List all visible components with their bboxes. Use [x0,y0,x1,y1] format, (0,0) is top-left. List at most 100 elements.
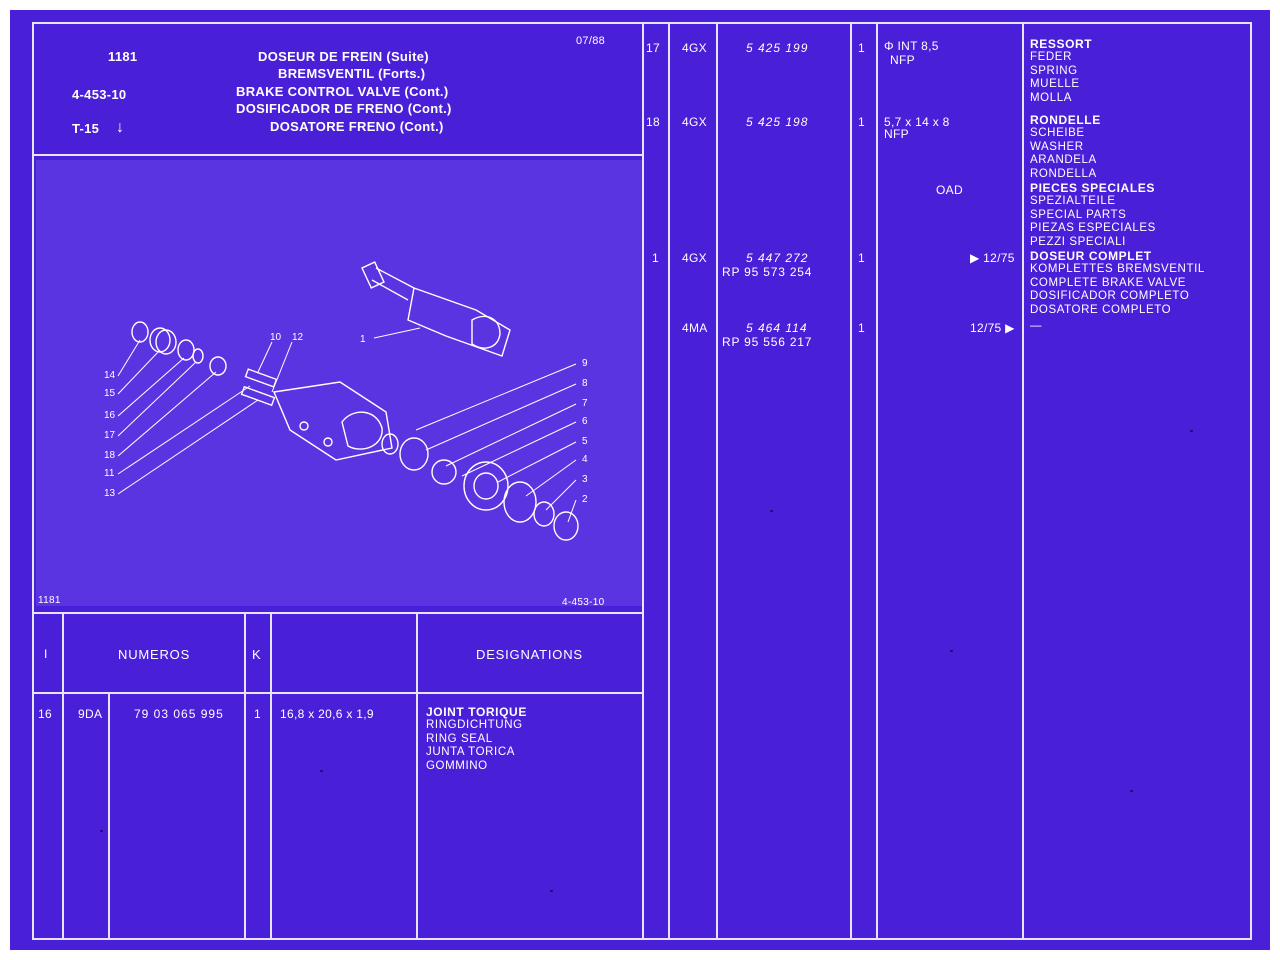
designation-fr: JOINT TORIQUE [426,705,527,719]
frame-left [32,22,34,940]
callout-12: 12 [292,332,304,343]
leader-7 [445,403,577,467]
row-code: 4GX [682,115,707,129]
designation-de: RINGDICHTUNG [426,719,523,732]
row-designations: PIECES SPECIALES SPEZIALTEILE SPECIAL PA… [1030,181,1156,249]
callout-5: 5 [582,436,588,447]
designation-fr: RONDELLE [1030,113,1101,127]
header-page-number: 1181 [108,49,138,64]
row-part-number: 5 425 199 [746,41,809,55]
figure-reference: 4-453-10 [562,597,605,608]
right-col-line-1 [668,22,670,940]
column-header-numbers: NUMEROS [118,647,191,662]
designation-fr: RESSORT [1030,37,1093,51]
leader-11 [117,385,251,475]
plug-2 [553,511,579,541]
left-col-line-1 [62,614,64,940]
row-part-number: 5 464 114 [746,321,808,335]
film-speck [1130,790,1133,792]
leader-4 [525,459,577,497]
left-col-line-2 [108,694,110,940]
row-part-number-alt: RP 95 573 254 [722,265,813,279]
row-code: 4MA [682,321,708,335]
column-header-index: I [44,647,48,661]
exploded-view-svg: 1 9 8 7 6 5 4 3 2 10 12 14 15 16 17 18 1… [36,160,642,606]
designation-en: SPRING [1030,64,1078,77]
right-col-line-4 [876,22,878,940]
right-col-line-3 [850,22,852,940]
row-spec-note: NFP [884,127,909,141]
leader-1 [373,327,421,339]
designation-de: FEDER [1030,51,1072,64]
ring-3 [533,501,555,527]
header-tab: T-15 [72,121,100,136]
figure-page-number: 1181 [38,595,61,606]
designation-en: RING SEAL [426,732,493,745]
callout-7: 7 [582,398,588,409]
row-qty: 1 [858,321,865,335]
callout-17: 17 [104,430,116,441]
valve-body [273,381,393,461]
left-col-line-5 [416,614,418,940]
callout-16: 16 [104,410,116,421]
component-lines [131,261,579,541]
parts-catalog-page: 1181 4-453-10 T-15 ↓ 07/88 DOSEUR DE FRE… [10,10,1270,950]
row-designations: DOSEUR COMPLET KOMPLETTES BREMSVENTIL CO… [1030,249,1205,317]
callout-4: 4 [582,454,588,465]
title-fr: DOSEUR DE FREIN (Suite) [258,49,429,64]
designation-it: GOMMINO [426,759,488,772]
ring-16 [177,339,195,361]
callout-13: 13 [104,488,116,499]
leader-17 [117,361,197,437]
ring-15b [155,329,177,355]
designation-it: PEZZI SPECIALI [1030,235,1126,248]
leader-15 [117,349,161,395]
row-qty: 1 [858,115,865,129]
ring-17 [192,348,204,364]
row-index: 16 [38,707,52,721]
film-speck [550,890,553,892]
callout-1: 1 [360,334,366,345]
row-designations: JOINT TORIQUE RINGDICHTUNG RING SEAL JUN… [426,705,527,773]
film-speck [950,650,953,652]
callout-6: 6 [582,416,588,427]
complete-valve-fitting [361,261,385,289]
row-part-number-alt: RP 95 556 217 [722,335,813,349]
ring-18 [209,356,227,376]
complete-valve-pipe-a [375,267,415,289]
row-qty: 1 [858,251,865,265]
leader-16 [117,357,185,417]
leader-14 [117,339,141,377]
washer-8 [399,437,429,471]
title-es: DOSIFICADOR DE FRENO (Cont.) [236,101,452,116]
row-spec: Φ INT 8,5 [884,39,939,53]
row-code: 4GX [682,251,707,265]
leader-lines [117,327,577,523]
designation-es: MUELLE [1030,78,1080,91]
piston-5-inner [473,472,499,500]
seal-4 [503,481,537,523]
designation-en: SPECIAL PARTS [1030,208,1127,221]
header-divider [32,154,644,156]
piston-5 [463,461,509,511]
title-it: DOSATORE FRENO (Cont.) [270,119,444,134]
valve-bolt-a [299,421,309,431]
designation-it: DOSATORE COMPLETO [1030,303,1172,316]
designation-es: PIEZAS ESPECIALES [1030,222,1156,235]
leader-5 [497,441,577,483]
valve-bolt-b [323,437,333,447]
table-header-divider [32,692,644,694]
designation-es: ARANDELA [1030,154,1097,167]
frame-right [1250,22,1252,940]
right-col-line-2 [716,22,718,940]
designation-es: DOSIFICADOR COMPLETO [1030,290,1190,303]
callout-8: 8 [582,378,588,389]
title-de: BREMSVENTIL (Forts.) [278,66,426,81]
callout-9: 9 [582,358,588,369]
film-speck [320,770,323,772]
callout-10: 10 [270,332,282,343]
callout-2: 2 [582,494,588,505]
row-spec: 16,8 x 20,6 x 1,9 [280,707,374,721]
leader-9 [415,363,577,431]
row-designations: — [1030,320,1042,333]
